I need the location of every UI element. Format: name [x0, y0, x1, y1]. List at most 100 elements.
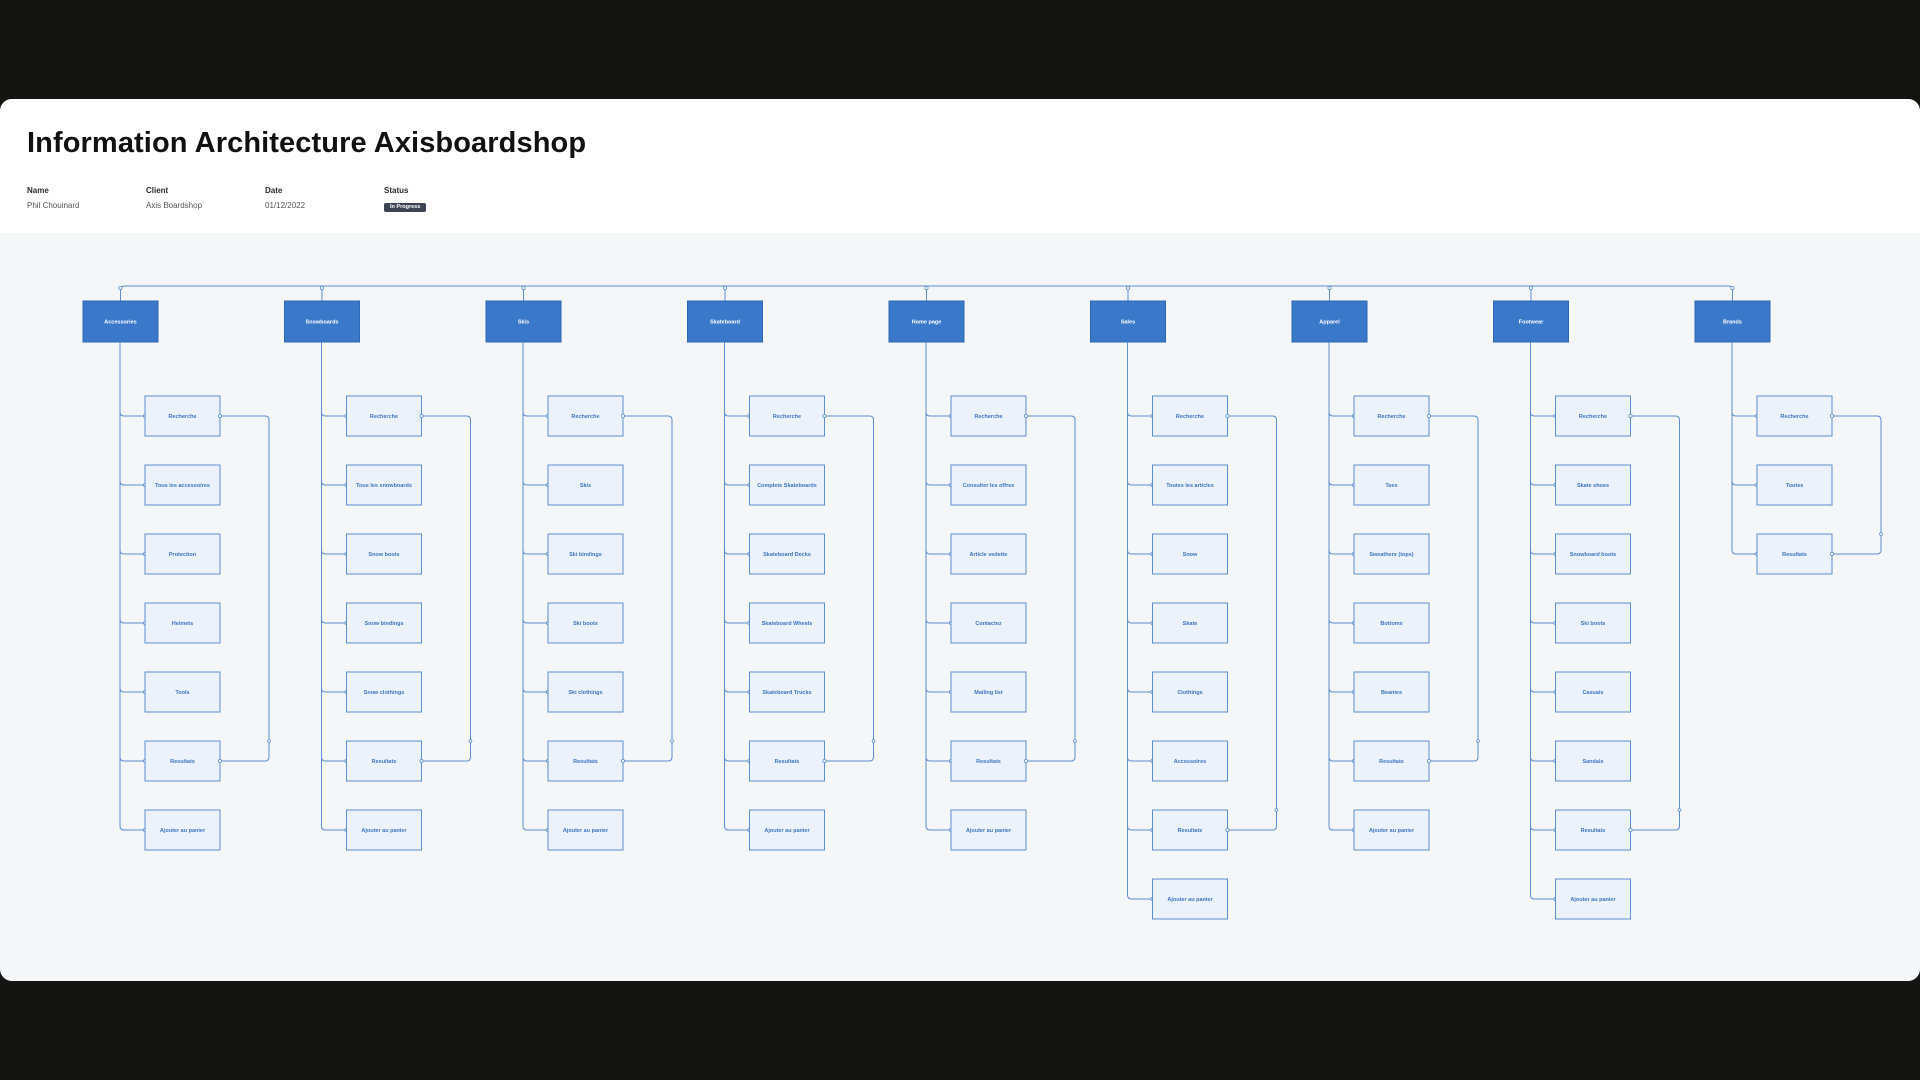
- child-node-label: Sweathers (tops): [1369, 552, 1413, 558]
- child-node-sandals[interactable]: Sandals: [1555, 740, 1631, 782]
- child-node-box: [1152, 533, 1228, 575]
- child-node-recherche[interactable]: Recherche: [1555, 395, 1631, 437]
- whiteboard-canvas[interactable]: Information Architecture Axisboardshop N…: [0, 99, 1920, 981]
- child-node-label: Tools: [175, 690, 189, 696]
- child-node-label: Resultats: [976, 759, 1001, 765]
- parent-node-snowboards[interactable]: Snowboards: [284, 300, 360, 343]
- child-node-tous-les-accessoires[interactable]: Tous les accessoires: [144, 464, 221, 506]
- branch-line: [925, 480, 951, 486]
- child-node-label: Article vedette: [970, 552, 1008, 558]
- child-node-resultats[interactable]: Resultats: [950, 740, 1027, 782]
- child-node-consulter-les-offres[interactable]: Consulter les offres: [950, 464, 1027, 506]
- child-node-recherche[interactable]: Recherche: [1152, 395, 1228, 437]
- child-node-helmets[interactable]: Helmets: [144, 602, 221, 644]
- child-node-box: [950, 464, 1027, 506]
- branch-line: [1328, 687, 1354, 693]
- document-header: Information Architecture Axisboardshop N…: [0, 99, 1920, 233]
- child-node-ski-clothings[interactable]: Ski clothings: [547, 671, 624, 713]
- child-node-contactez[interactable]: Contactez: [950, 602, 1027, 644]
- child-node-recherche[interactable]: Recherche: [547, 395, 624, 437]
- child-node-resultats[interactable]: Resultats: [1152, 809, 1228, 851]
- child-node-label: Toutes les articles: [1166, 483, 1214, 489]
- child-node-ski-boots[interactable]: Ski boots: [1555, 602, 1631, 644]
- child-node-recherche[interactable]: Recherche: [1756, 395, 1833, 437]
- child-node-recherche[interactable]: Recherche: [346, 395, 422, 437]
- parent-node-skateboard[interactable]: Skateboard: [687, 300, 763, 343]
- child-node-box: [1353, 809, 1430, 851]
- child-node-ajouter-au-panier[interactable]: Ajouter au panier: [749, 809, 825, 851]
- child-node-skateboard-wheels[interactable]: Skateboard Wheels: [749, 602, 825, 644]
- child-node-snowboard-boots[interactable]: Snowboard boots: [1555, 533, 1631, 575]
- child-node-snow-clothings[interactable]: Snow clothings: [346, 671, 422, 713]
- child-node-ajouter-au-panier[interactable]: Ajouter au panier: [1555, 878, 1631, 920]
- child-node-skateboard-trucks[interactable]: Skateboard Trucks: [749, 671, 825, 713]
- child-node-label: Snow bindings: [364, 621, 403, 627]
- parent-node-home-page[interactable]: Home page: [888, 300, 965, 343]
- parent-node-brands[interactable]: Brands: [1694, 300, 1771, 343]
- parent-node-skis[interactable]: Skis: [485, 300, 562, 343]
- child-node-mailing-list[interactable]: Mailing list: [950, 671, 1027, 713]
- child-node-ajouter-au-panier[interactable]: Ajouter au panier: [1152, 878, 1228, 920]
- parent-node-label: Sales: [1121, 320, 1135, 326]
- child-node-snow-bindings[interactable]: Snow bindings: [346, 602, 422, 644]
- child-node-bottoms[interactable]: Bottoms: [1353, 602, 1430, 644]
- child-node-recherche[interactable]: Recherche: [749, 395, 825, 437]
- connector-dot: [468, 739, 473, 743]
- child-node-casuals[interactable]: Casuals: [1555, 671, 1631, 713]
- child-node-accessoires[interactable]: Accessoires: [1152, 740, 1228, 782]
- parent-node-apparel[interactable]: Apparel: [1291, 300, 1368, 343]
- branch-line: [321, 549, 347, 555]
- branch-line: [321, 480, 347, 486]
- child-node-resultats[interactable]: Resultats: [547, 740, 624, 782]
- child-node-beanies[interactable]: Beanies: [1353, 671, 1430, 713]
- child-node-tools[interactable]: Tools: [144, 671, 221, 713]
- child-node-ajouter-au-panier[interactable]: Ajouter au panier: [547, 809, 624, 851]
- connector-dot: [319, 285, 324, 290]
- child-node-box: [1555, 533, 1631, 575]
- child-node-ski-bindings[interactable]: Ski bindings: [547, 533, 624, 575]
- child-node-ajouter-au-panier[interactable]: Ajouter au panier: [346, 809, 422, 851]
- child-node-article-vedette[interactable]: Article vedette: [950, 533, 1027, 575]
- parent-node-footwear[interactable]: Footwear: [1493, 300, 1569, 343]
- child-node-ajouter-au-panier[interactable]: Ajouter au panier: [1353, 809, 1430, 851]
- child-node-resultats[interactable]: Resultats: [749, 740, 825, 782]
- child-node-resultats[interactable]: Resultats: [1756, 533, 1833, 575]
- child-node-resultats[interactable]: Resultats: [346, 740, 422, 782]
- child-node-skate-shoes[interactable]: Skate shoes: [1555, 464, 1631, 506]
- child-node-recherche[interactable]: Recherche: [1353, 395, 1430, 437]
- child-node-resultats[interactable]: Resultats: [144, 740, 221, 782]
- parent-node-sales[interactable]: Sales: [1090, 300, 1166, 343]
- child-node-recherche[interactable]: Recherche: [144, 395, 221, 437]
- child-node-skateboard-decks[interactable]: Skateboard Decks: [749, 533, 825, 575]
- child-node-skis[interactable]: Skis: [547, 464, 624, 506]
- child-node-box: [547, 602, 624, 644]
- child-node-resultats[interactable]: Resultats: [1555, 809, 1631, 851]
- connector-dot: [521, 285, 526, 290]
- child-node-box: [346, 395, 422, 437]
- child-node-label: Recherche: [773, 414, 801, 420]
- child-node-label: Bottoms: [1380, 621, 1402, 627]
- child-node-label: Recherche: [168, 414, 196, 420]
- child-node-ski-boots[interactable]: Ski boots: [547, 602, 624, 644]
- child-node-label: Ajouter au panier: [563, 828, 609, 834]
- child-node-toutes-les-articles[interactable]: Toutes les articles: [1152, 464, 1228, 506]
- child-node-tees[interactable]: Tees: [1353, 464, 1430, 506]
- parent-node-accessories[interactable]: Accessories: [82, 300, 159, 343]
- child-node-complete-skateboards[interactable]: Complete Skateboards: [749, 464, 825, 506]
- connector-dot: [118, 285, 123, 290]
- child-node-tous-les-snowboards[interactable]: Tous les snowboards: [346, 464, 422, 506]
- child-node-ajouter-au-panier[interactable]: Ajouter au panier: [950, 809, 1027, 851]
- child-node-toutes[interactable]: Toutes: [1756, 464, 1833, 506]
- child-node-ajouter-au-panier[interactable]: Ajouter au panier: [144, 809, 221, 851]
- child-node-skate[interactable]: Skate: [1152, 602, 1228, 644]
- child-node-snow[interactable]: Snow: [1152, 533, 1228, 575]
- branch-line: [522, 480, 548, 486]
- meta-date-label: Date: [265, 186, 283, 195]
- child-node-snow-boots[interactable]: Snow boots: [346, 533, 422, 575]
- child-node-clothings[interactable]: Clothings: [1152, 671, 1228, 713]
- child-node-sweathers-tops[interactable]: Sweathers (tops): [1353, 533, 1430, 575]
- child-node-recherche[interactable]: Recherche: [950, 395, 1027, 437]
- child-node-protection[interactable]: Protection: [144, 533, 221, 575]
- branch-line: [925, 411, 951, 417]
- child-node-resultats[interactable]: Resultats: [1353, 740, 1430, 782]
